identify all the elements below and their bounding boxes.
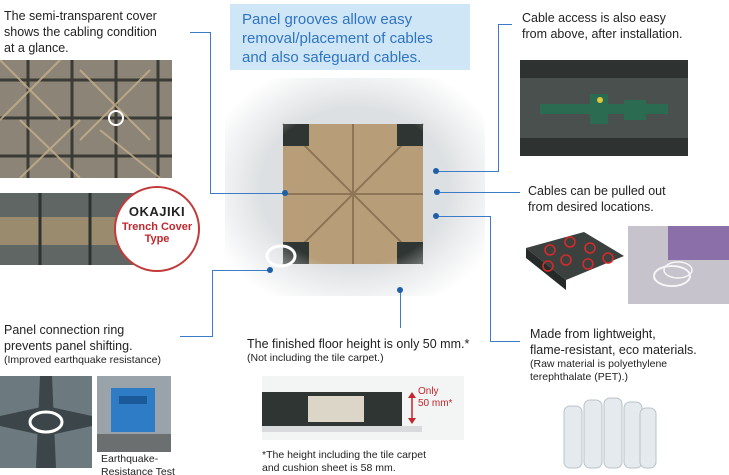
leader-dot-height <box>397 287 403 293</box>
caption-access-line-1: Cable access is also easy <box>522 11 666 25</box>
footnote: *The height including the tile carpet an… <box>262 449 492 475</box>
okajiki-badge: OKAJIKI Trench Cover Type <box>114 186 200 272</box>
headline-line-1: Panel grooves allow easy <box>242 11 413 28</box>
pet-bottles-photo <box>556 390 660 472</box>
cable-access-photo <box>520 60 688 156</box>
leader-line-materials-h2 <box>490 341 520 342</box>
connection-ring-photo <box>0 376 92 468</box>
caption-pulled-line-2: from desired locations. <box>528 200 654 214</box>
caption-materials-line-1: Made from lightweight, <box>530 327 656 341</box>
center-panel-photo <box>225 78 485 296</box>
caption-ring-line-1: Panel connection ring <box>4 323 125 337</box>
headline-line-3: and also safeguard cables. <box>242 49 422 66</box>
footnote-line-2: and cushion sheet is 58 mm. <box>262 462 396 474</box>
connection-ring-graphic <box>0 376 92 468</box>
earthquake-test-graphic <box>97 376 171 452</box>
caption-cover: The semi-transparent cover shows the cab… <box>4 8 204 56</box>
caption-cover-line-1: The semi-transparent cover <box>4 9 157 23</box>
headline-line-2: removal/placement of cables <box>242 30 433 47</box>
caption-cover-line-2: shows the cabling condition <box>4 25 157 39</box>
pet-bottles-graphic <box>556 390 660 472</box>
caption-quake-line-1: Earthquake- <box>101 453 159 465</box>
caption-ring-line-2: prevents panel shifting. <box>4 339 133 353</box>
earthquake-test-photo <box>97 376 171 452</box>
cover-photo <box>0 60 172 178</box>
badge-line-1: Trench Cover <box>121 221 193 233</box>
dimension-line-2: 50 mm* <box>418 398 453 409</box>
leader-line-height <box>400 290 401 328</box>
cover-photo-graphic <box>0 60 172 178</box>
leader-line-cover-h <box>190 32 211 33</box>
floor-height-graphic <box>262 376 464 440</box>
carpet-cable-graphic <box>628 226 729 304</box>
caption-quake-test: Earthquake- Resistance Test <box>101 453 191 475</box>
caption-ring-note: (Improved earthquake resistance) <box>4 354 161 366</box>
caption-materials-note-1: (Raw material is polyethylene <box>530 358 668 370</box>
leader-line-materials-v <box>490 216 491 342</box>
caption-materials: Made from lightweight, flame-resistant, … <box>530 326 729 384</box>
badge-line-2: Type <box>144 233 170 245</box>
headline-box: Panel grooves allow easy removal/placeme… <box>230 4 470 70</box>
leader-dot-ring <box>267 267 273 273</box>
leader-line-ring-h2 <box>180 336 213 337</box>
floor-height-photo <box>262 376 464 440</box>
caption-ring: Panel connection ring prevents panel shi… <box>4 322 204 367</box>
badge-brand: OKAJIKI <box>128 204 186 219</box>
leader-dot-access <box>433 168 439 174</box>
leader-line-access-v <box>498 24 499 172</box>
caption-access-line-2: from above, after installation. <box>522 27 683 41</box>
dimension-label: Only 50 mm* <box>418 386 468 410</box>
cable-access-graphic <box>520 60 688 156</box>
pulled-out-panels-graphic <box>520 226 628 304</box>
carpet-cable-photo <box>628 226 729 304</box>
leader-line-materials-h <box>436 216 490 217</box>
leader-line-access-h <box>498 24 512 25</box>
center-panel-graphic <box>225 78 485 296</box>
footnote-line-1: *The height including the tile carpet <box>262 449 427 461</box>
caption-cover-line-3: at a glance. <box>4 41 69 55</box>
leader-line-cover-v <box>210 32 211 194</box>
dimension-line-1: Only <box>418 386 439 397</box>
caption-materials-note-2: terephthalate (PET).) <box>530 371 629 383</box>
pulled-out-panels-photo <box>520 226 628 304</box>
leader-line-access-h2 <box>436 171 498 172</box>
leader-line-cover-h2 <box>210 193 284 194</box>
leader-dot-cover <box>282 190 288 196</box>
caption-cable-access: Cable access is also easy from above, af… <box>522 10 727 42</box>
caption-height-main: The finished floor height is only 50 mm.… <box>247 337 470 351</box>
caption-pulled-out: Cables can be pulled out from desired lo… <box>528 183 728 215</box>
caption-pulled-line-1: Cables can be pulled out <box>528 184 666 198</box>
leader-line-ring-v <box>212 270 213 336</box>
leader-line-ring-h <box>212 270 270 271</box>
caption-height: The finished floor height is only 50 mm.… <box>247 336 507 365</box>
caption-quake-line-2: Resistance Test <box>101 466 175 475</box>
leader-dot-materials <box>433 213 439 219</box>
leader-dot-pulled <box>434 189 440 195</box>
leader-line-pulled <box>440 192 520 193</box>
caption-materials-line-2: flame-resistant, eco materials. <box>530 343 697 357</box>
caption-height-note: (Not including the tile carpet.) <box>247 352 384 364</box>
